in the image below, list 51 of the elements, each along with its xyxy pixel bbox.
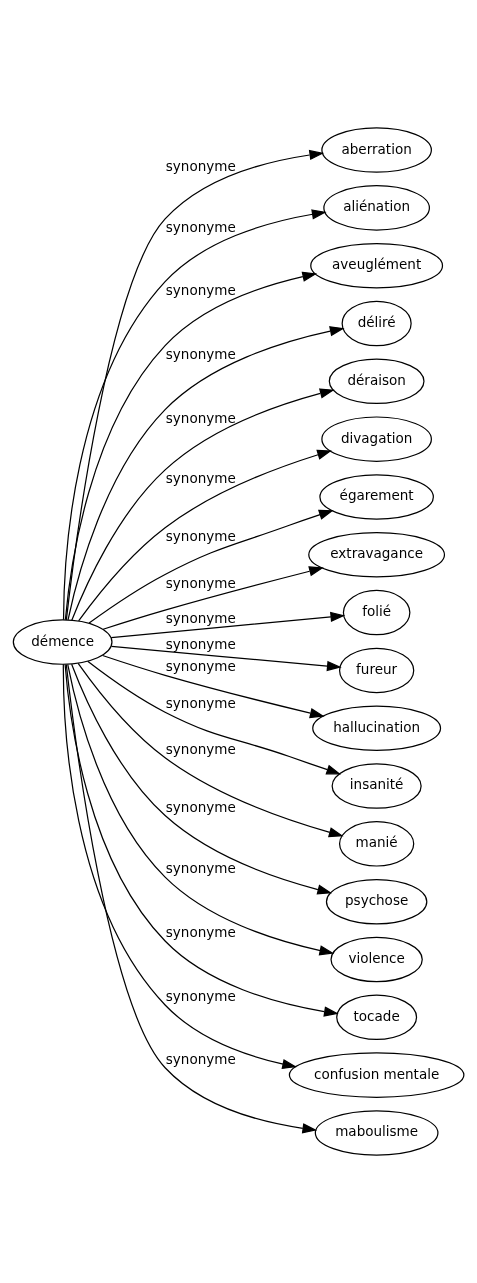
node-ellipse: aliénation (323, 185, 430, 231)
arrow (77, 662, 344, 838)
arrow (62, 663, 298, 1070)
node-ellipse: démence (12, 619, 113, 665)
edge-label: synonyme (165, 409, 236, 426)
edge-label: synonyme (165, 924, 236, 941)
edge-label: synonyme (165, 157, 236, 174)
edge-label: synonyme (165, 528, 236, 544)
arrow (110, 611, 346, 639)
arrow (64, 663, 339, 1017)
arrow (67, 663, 335, 956)
node-ellipse: hallucination (312, 705, 442, 751)
node-ellipse: aberration (321, 127, 432, 173)
node-ellipse: tocade (336, 994, 418, 1041)
node-ellipse: confusion mentale (288, 1052, 465, 1098)
arrow (102, 654, 325, 719)
node-ellipse: divagation (321, 416, 432, 462)
arrow (71, 663, 333, 895)
edge-label: synonyme (165, 988, 236, 1005)
edge-label: synonyme (165, 470, 236, 487)
node-ellipse: aveuglément (310, 242, 444, 289)
arrow (87, 660, 342, 775)
edge-label: synonyme (165, 740, 236, 757)
edge-label: synonyme (165, 281, 236, 298)
arrow (110, 645, 342, 672)
node-ellipse: psychose (325, 878, 428, 925)
node-ellipse: violence (330, 936, 423, 983)
edge-label: synonyme (165, 610, 236, 627)
node-ellipse: fureur (338, 647, 415, 694)
edge-label: synonyme (165, 860, 236, 877)
edge-label: synonyme (165, 219, 236, 236)
arrow (64, 271, 318, 621)
arrow (88, 509, 334, 624)
arrow (78, 449, 332, 622)
edge-label: synonyme (165, 636, 236, 653)
edge-label: synonyme (165, 345, 236, 362)
edge-label: synonyme (165, 695, 236, 712)
arrow (102, 566, 324, 630)
node-ellipse: maboulisme (314, 1110, 439, 1156)
node-ellipse: folié (342, 589, 411, 636)
edge-label: synonyme (165, 574, 236, 591)
arrow (65, 663, 318, 1134)
arrow (71, 388, 335, 621)
node-ellipse: insanité (331, 763, 422, 809)
node-ellipse: déraison (328, 358, 425, 405)
arrow (67, 326, 345, 621)
node-ellipse: déliré (341, 300, 412, 347)
edge-label: synonyme (165, 798, 236, 815)
node-ellipse: manié (338, 821, 415, 867)
edge-label: synonyme (165, 658, 236, 675)
edge-label: synonyme (165, 1050, 236, 1067)
